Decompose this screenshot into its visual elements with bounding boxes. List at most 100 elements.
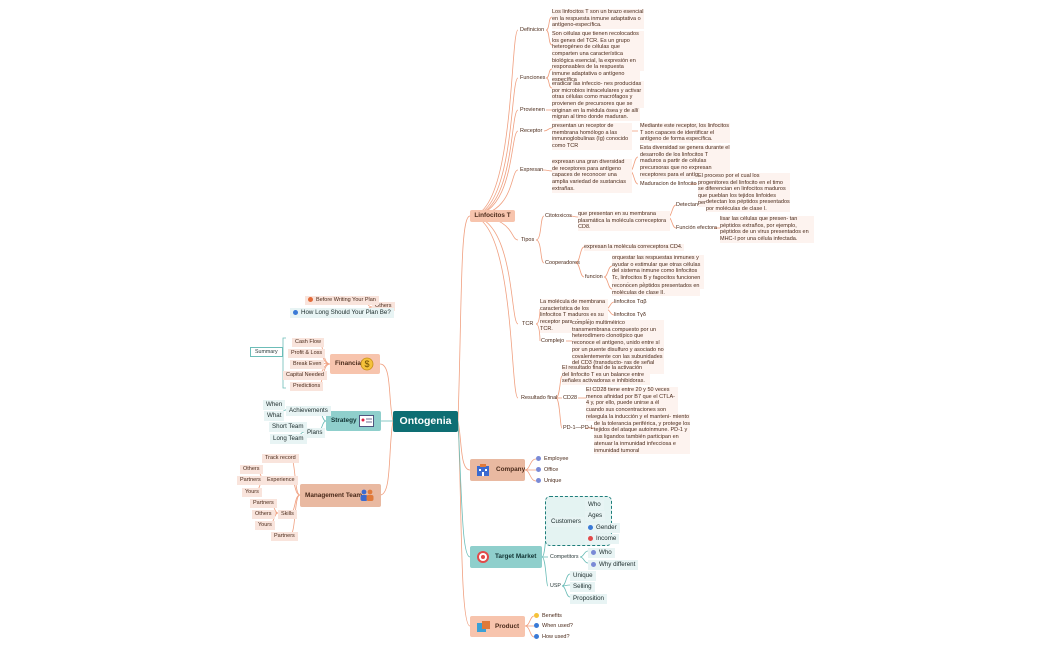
star-icon [536, 478, 541, 484]
strategy-title: Strategy [331, 417, 357, 425]
node-resultado-final[interactable]: Resultado final [521, 395, 558, 401]
node-expresan[interactable]: Expresan [520, 167, 544, 173]
product-item-benefits[interactable]: Benefits [534, 613, 562, 620]
node-linfocitos-tab[interactable]: linfocitos Tαβ [614, 299, 647, 305]
node-cd28[interactable]: CD28 [563, 395, 578, 401]
note-cooperadores[interactable]: expresan la molécula correceptora CD4. [584, 244, 684, 251]
customers-item-label: Gender [596, 524, 617, 531]
target-competitors[interactable]: Competitors [550, 554, 579, 560]
product-item-when-used[interactable]: When used? [534, 623, 573, 630]
note-pd1[interactable]: egula la inducción y el manteni- miento … [594, 414, 690, 455]
others-item-label: How Long Should Your Plan Be? [301, 309, 391, 316]
management-skill-partners[interactable]: Partners [250, 499, 277, 508]
target-icon [477, 551, 489, 563]
node-tcr[interactable]: TCR [522, 321, 534, 327]
branch-linfocitos-t[interactable]: Linfocitos T [470, 210, 515, 222]
note-receptor-1[interactable]: presentan un receptor de membrana homólo… [552, 123, 632, 150]
financial-item-predictions[interactable]: Predictions [290, 382, 324, 391]
competitors-why-different[interactable]: Why different [588, 560, 639, 570]
usp-unique[interactable]: Unique [570, 571, 596, 581]
note-detectan[interactable]: detectan los péptidos presentados por mo… [706, 199, 790, 213]
management-title: Management Team [305, 491, 363, 499]
usp-proposition[interactable]: Proposition [570, 594, 607, 604]
note-funciones-1[interactable]: responsables de la respuesta inmune adap… [552, 64, 640, 85]
question-icon [591, 561, 596, 567]
node-provienen[interactable]: Provienen [520, 107, 545, 113]
note-funcion-2[interactable]: reconocen péptidos presentados en molécu… [612, 283, 700, 297]
branch-management-team[interactable]: Management Team [300, 484, 381, 507]
node-linfocitos-tgd[interactable]: linfocitos Tγδ [614, 312, 646, 318]
company-title: Company [496, 466, 526, 474]
customers-income[interactable]: Income [585, 534, 620, 544]
company-item-employee[interactable]: Employee [536, 456, 568, 463]
financial-item-capital-needed[interactable]: Capital Needed [283, 371, 327, 380]
management-exp-partners[interactable]: Partners [237, 476, 264, 485]
note-expresan-1[interactable]: expresan una gran diversidad de receptor… [552, 159, 632, 193]
node-receptor[interactable]: Receptor [520, 128, 543, 134]
management-exp-yours[interactable]: Yours [242, 488, 262, 497]
product-item-label: How used? [542, 634, 570, 640]
branch-others[interactable]: Others [372, 302, 395, 311]
company-item-office[interactable]: Office [536, 467, 558, 474]
product-item-label: Benefits [542, 613, 562, 619]
node-tipos[interactable]: Tipos [521, 237, 535, 243]
note-provienen[interactable]: provienen de precursores que se originan… [552, 101, 640, 122]
financial-item-break-even[interactable]: Break Even [290, 360, 325, 369]
note-resultado[interactable]: El resultado final de la activación del … [562, 365, 650, 386]
note-funcion-efectora[interactable]: lisar las células que presen- tan péptid… [720, 216, 814, 243]
management-partners[interactable]: Partners [271, 532, 298, 541]
strategy-long-team[interactable]: Long Team [270, 434, 307, 444]
central-topic[interactable]: Ontogenia [393, 411, 458, 432]
management-skill-yours[interactable]: Yours [255, 521, 275, 530]
customers-item-label: Income [596, 535, 617, 542]
info-icon [293, 309, 298, 315]
customers-who[interactable]: Who [585, 500, 604, 510]
strategy-short-team[interactable]: Short Team [269, 422, 307, 432]
financial-item-profit-loss[interactable]: Profit & Loss [288, 349, 326, 358]
node-maduracion-linfocito[interactable]: Maduracion de linfocito [640, 181, 697, 187]
node-citotoxicos[interactable]: Citotoxicos [545, 213, 572, 219]
building-icon [477, 464, 489, 476]
note-receptor-2[interactable]: Mediante este receptor, los linfocitos T… [640, 123, 730, 144]
others-before-writing[interactable]: Before Writing Your Plan [305, 296, 379, 305]
note-expresan-2[interactable]: Esta diversidad se genera durante el des… [640, 145, 730, 179]
management-track-record[interactable]: Track record [262, 454, 299, 463]
star-icon [534, 613, 539, 619]
team-people-icon [360, 489, 374, 501]
company-item-unique[interactable]: Unique [536, 478, 561, 485]
management-exp-others[interactable]: Others [240, 465, 263, 474]
management-experience[interactable]: Experience [264, 476, 298, 485]
others-how-long[interactable]: How Long Should Your Plan Be? [290, 308, 394, 318]
product-title: Product [495, 622, 520, 630]
company-item-label: Employee [544, 456, 569, 462]
person-icon [591, 549, 596, 555]
target-title: Target Market [495, 553, 537, 561]
node-definicion[interactable]: Definicion [520, 27, 545, 33]
product-item-how-used[interactable]: How used? [534, 634, 570, 641]
note-definicion-1[interactable]: Los linfocitos T son un brazo esencial e… [552, 9, 644, 30]
strategy-what[interactable]: What [264, 411, 285, 421]
note-citotoxicos[interactable]: que presentan en su membrana plasmática … [578, 211, 670, 232]
usp-selling[interactable]: Selling [570, 582, 595, 592]
customers-ages[interactable]: Ages [585, 511, 606, 521]
strategy-plans[interactable]: Plans [304, 428, 326, 438]
customers-gender[interactable]: Gender [585, 523, 620, 533]
target-usp[interactable]: USP [550, 583, 561, 589]
branch-target-market[interactable]: Target Market [470, 546, 542, 568]
strategy-when[interactable]: When [263, 400, 286, 410]
strategy-achievements[interactable]: Achievements [286, 406, 331, 416]
financial-summary[interactable]: Summary [250, 347, 283, 358]
management-skills[interactable]: Skills [278, 510, 297, 519]
note-complejo[interactable]: complejo multiméirico transmembrana comp… [572, 320, 664, 374]
node-funciones[interactable]: Funciones [520, 75, 546, 81]
financial-item-cash-flow[interactable]: Cash Flow [292, 338, 324, 347]
target-customers[interactable]: Customers [548, 517, 584, 527]
node-cooperadores[interactable]: Cooperadores [545, 260, 580, 266]
management-skill-others[interactable]: Others [252, 510, 275, 519]
competitors-who[interactable]: Who [588, 548, 615, 558]
node-detectan[interactable]: Detectan [676, 202, 699, 208]
node-complejo[interactable]: Complejo [541, 338, 565, 344]
node-funcion[interactable]: funcion [585, 274, 603, 280]
node-pd1[interactable]: PD-1—PD-L [563, 425, 594, 431]
node-funcion-efectora[interactable]: Función efectora [676, 225, 717, 231]
